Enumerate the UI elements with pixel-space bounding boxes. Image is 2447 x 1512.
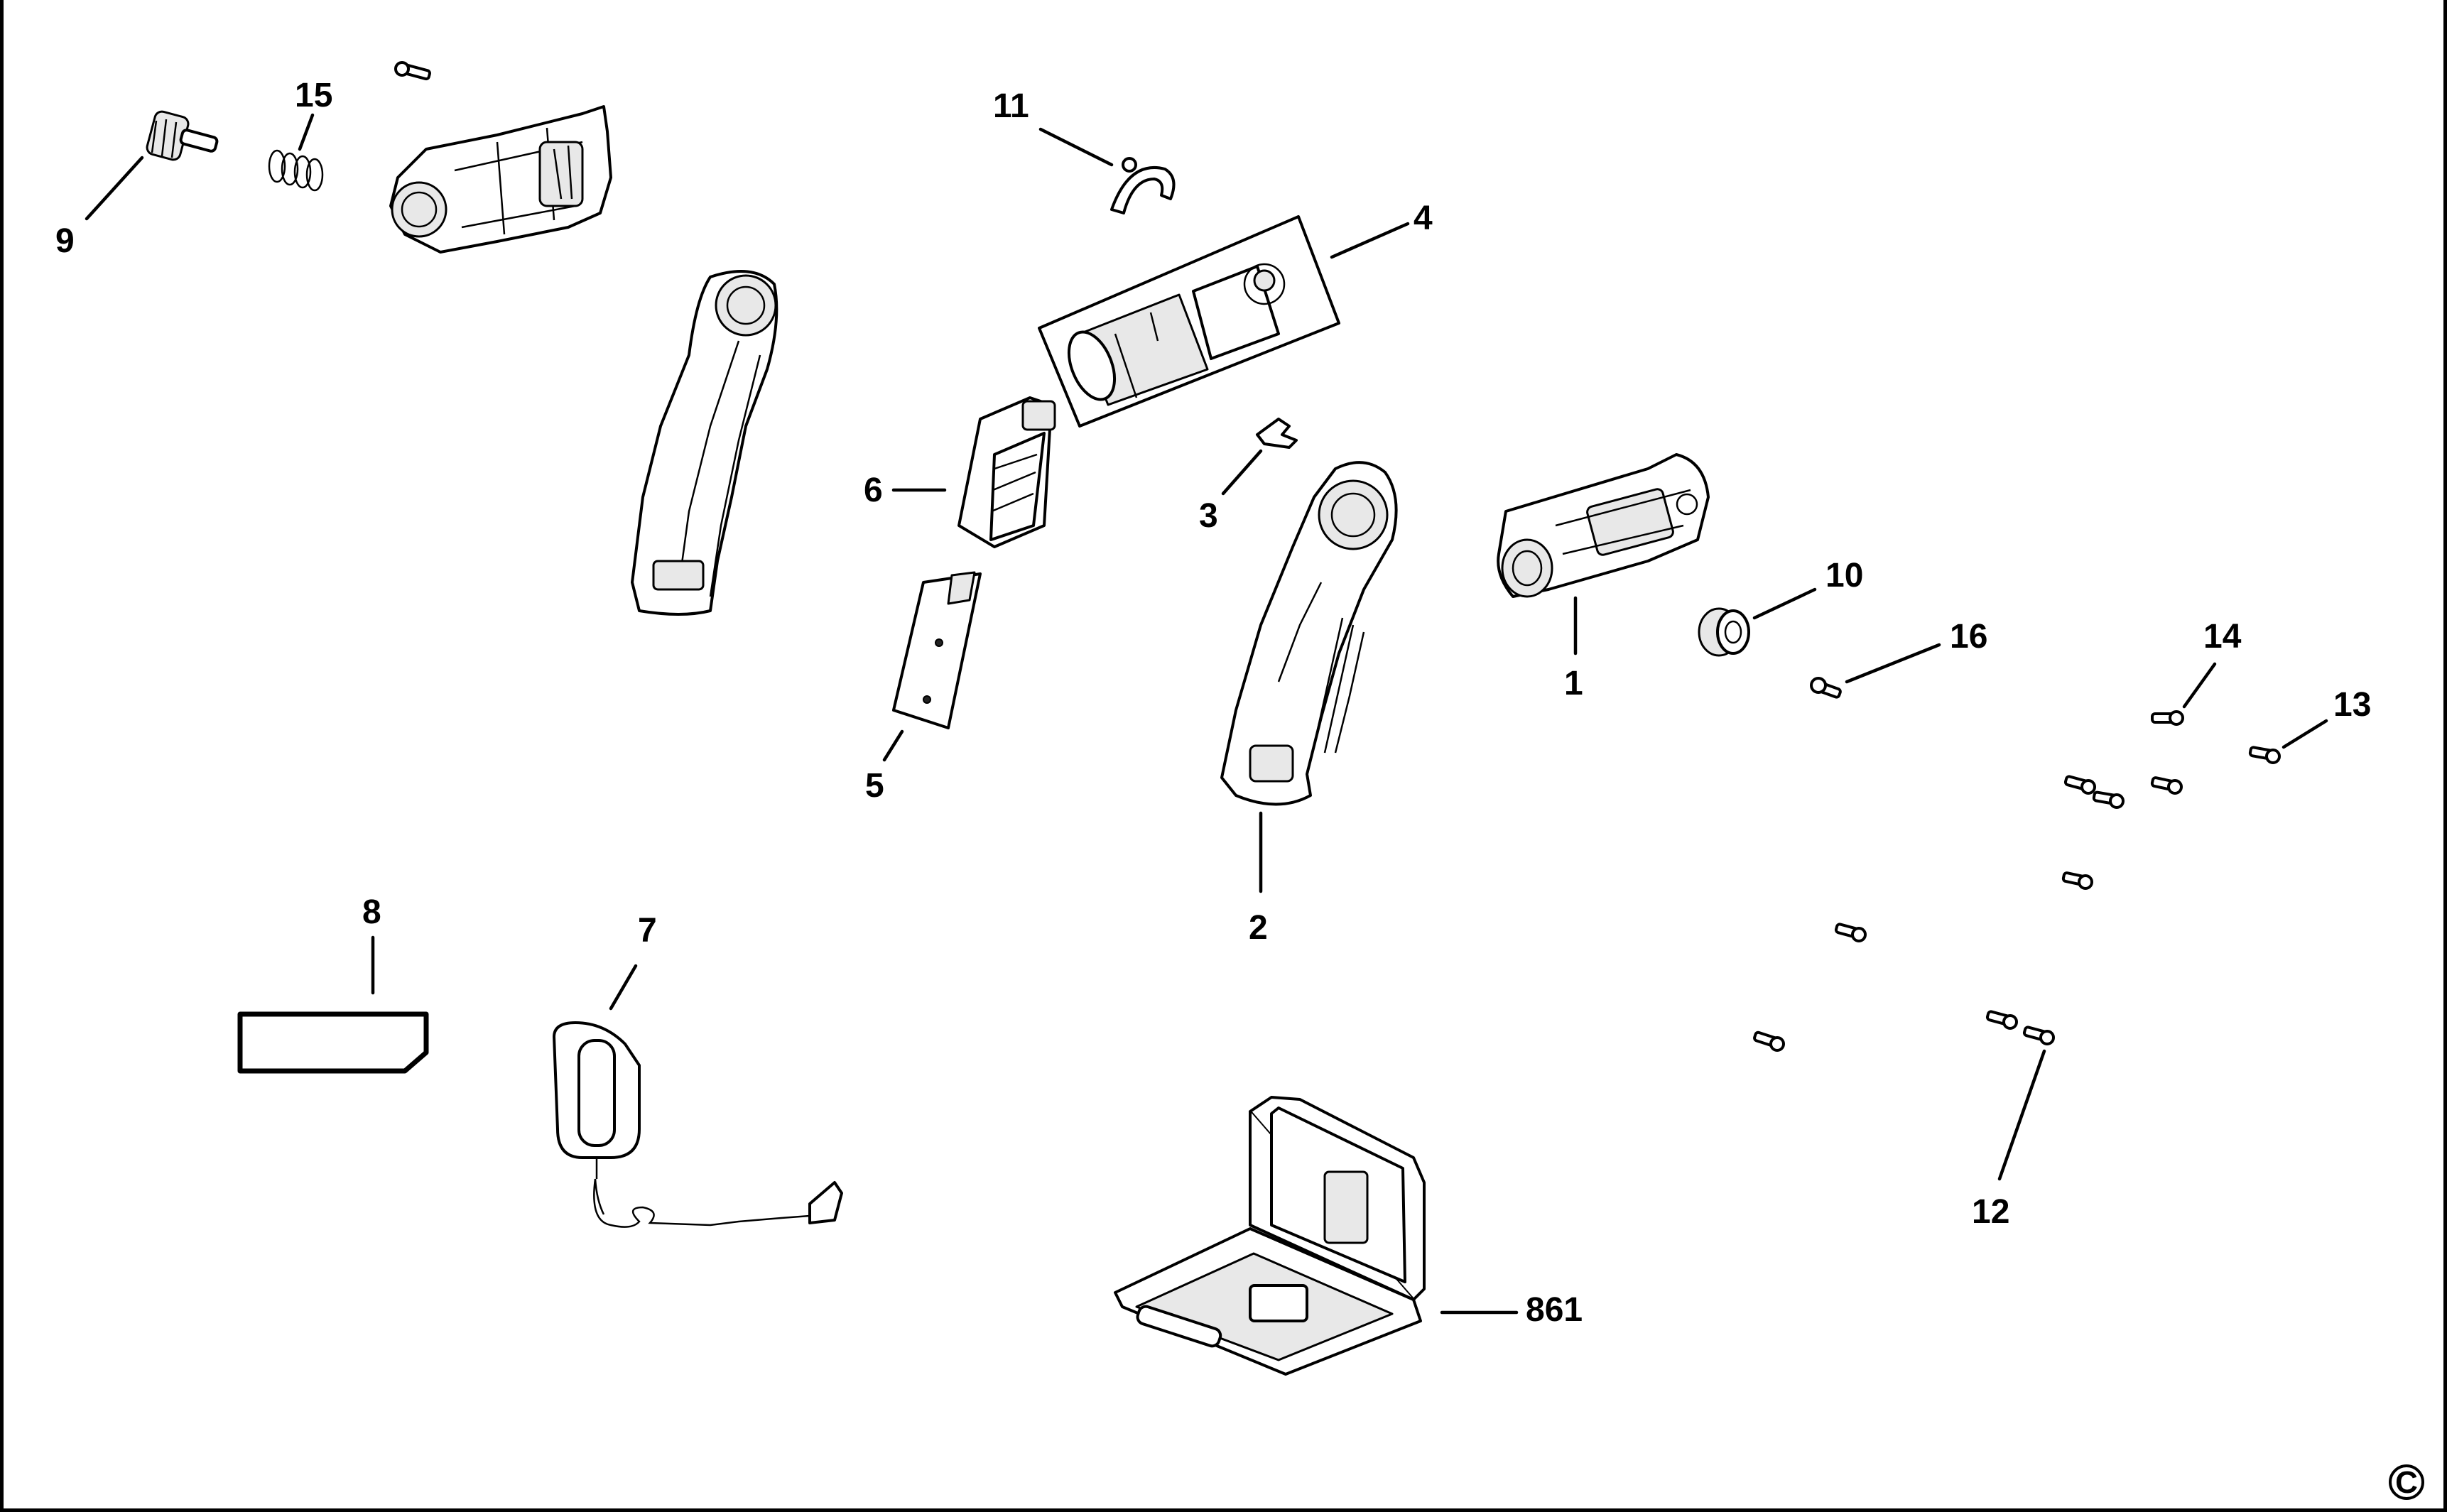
callout-8: 8 [362,893,381,931]
screw-g [1985,1010,2018,1030]
part-1-head-housing [1497,453,1710,598]
leader-14 [2182,662,2217,709]
leader-9 [85,156,144,221]
callout-14: 14 [2203,618,2242,656]
part-16-screw [1810,677,1842,699]
leader-15 [298,113,315,151]
copyright-mark: C [2389,1464,2424,1500]
part-10-collar [1698,607,1750,657]
screw-a [2063,775,2096,795]
part-2-handle-right-half [1220,461,1398,806]
leader-3 [1221,449,1263,496]
part-gear-housing [389,105,612,254]
screw-top [394,61,431,81]
callout-3: 3 [1199,497,1218,535]
screw-group [1753,710,2281,1052]
screw-c [2150,776,2183,795]
callout-15: 15 [295,77,332,114]
part-8-label-plate [237,1011,429,1074]
callout-12: 12 [1972,1193,2009,1231]
leader-11 [1038,127,1114,167]
callout-13: 13 [2333,686,2371,724]
callout-16: 16 [1950,618,1987,656]
leader-16 [1845,643,1941,684]
part-handle-left-half [631,270,778,616]
callout-11: 11 [993,87,1029,125]
screw-f [1753,1030,1785,1052]
copyright-letter: C [2395,1465,2418,1500]
part-11-clip [1110,157,1176,214]
screw-13 [2248,746,2281,764]
leader-12 [1997,1049,2046,1181]
callout-6: 6 [864,472,883,509]
screw-14 [2151,710,2184,726]
part-861-carry-case [1114,1096,1426,1376]
callout-7: 7 [638,912,657,950]
part-9-shaft [146,110,219,161]
leader-5 [882,729,904,762]
part-5-battery [892,571,982,729]
part-6-switch [957,396,1056,548]
screw-h [2022,1026,2055,1045]
leader-4 [1330,222,1410,259]
callout-861: 861 [1526,1291,1583,1329]
callout-10: 10 [1825,557,1863,594]
screw-d [2061,871,2093,890]
callout-2: 2 [1249,909,1268,947]
callout-1: 1 [1564,665,1583,702]
part-15-spring [268,149,324,192]
part-4-motor-assembly [1038,215,1340,428]
leader-7 [609,964,638,1011]
callout-5: 5 [865,767,884,805]
part-3-lever [1256,418,1298,449]
leader-10 [1752,587,1817,620]
callout-9: 9 [55,222,75,260]
leader-13 [2281,719,2328,749]
screw-b [2092,790,2125,809]
callout-4: 4 [1414,200,1433,237]
screw-e [1834,923,1867,942]
part-7-charger [553,1021,843,1228]
